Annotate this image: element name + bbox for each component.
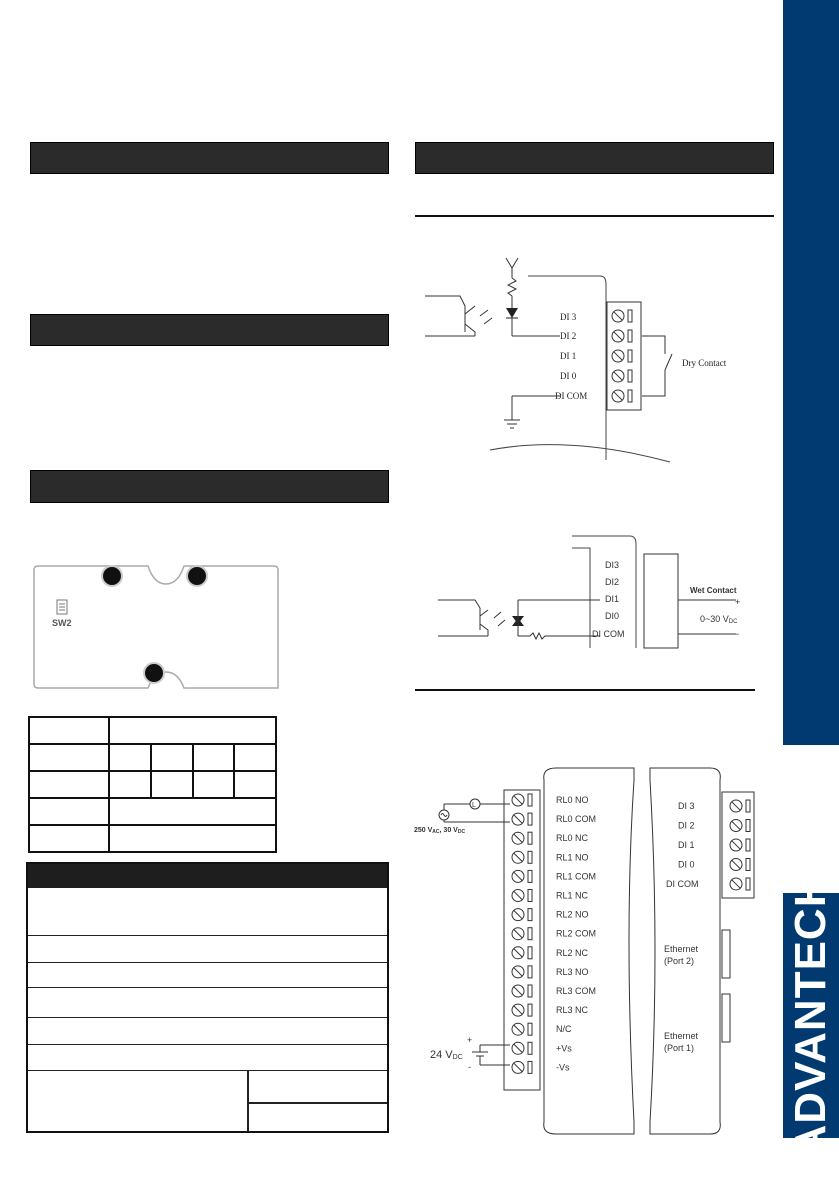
switch-board-diagram: SW2: [33, 565, 279, 689]
divider: [248, 1102, 387, 1104]
section-header-bar: [30, 470, 389, 503]
relay-terminal-label: RL1 NC: [556, 891, 589, 901]
table-row: [28, 962, 387, 963]
dry-contact-label: Dry Contact: [682, 358, 727, 368]
switch-label: SW2: [52, 618, 72, 628]
minus-sign: -: [468, 1062, 471, 1072]
table-row: [28, 824, 277, 853]
relay-terminal-label: RL2 NC: [556, 948, 589, 958]
relay-terminal-label: RL3 COM: [556, 986, 596, 996]
table-row: [28, 987, 387, 988]
di-label: DI COM: [555, 391, 587, 401]
plus-sign: +: [735, 597, 740, 607]
table-row: [28, 1017, 387, 1018]
spec-header: [28, 864, 387, 888]
di-terminal-label: DI 0: [678, 860, 695, 870]
di-terminal-label: DI 2: [678, 821, 695, 831]
relay-terminal-label: RL1 NO: [556, 852, 589, 862]
ethernet-port1-label: (Port 1): [664, 1043, 694, 1053]
relay-terminal-label: RL0 NO: [556, 795, 589, 805]
relay-terminal-label: +Vs: [556, 1043, 572, 1053]
relay-terminal-label: RL2 COM: [556, 929, 596, 939]
switch-table: [28, 716, 277, 853]
divider: [415, 215, 774, 217]
divider: [415, 689, 755, 691]
di-terminal-label: DI 3: [678, 801, 695, 811]
di-label: DI1: [605, 594, 619, 604]
table-row: [28, 1070, 387, 1071]
table-row: [28, 716, 277, 745]
di-label: DI2: [605, 577, 619, 587]
ethernet-port2-label: (Port 2): [664, 956, 694, 966]
table-row: [28, 935, 387, 936]
divider: [247, 1070, 249, 1132]
di-label: DI0: [605, 611, 619, 621]
table-row: [28, 1044, 387, 1045]
di-label: DI 0: [560, 371, 577, 381]
dry-contact-diagram: DI 3 DI 2 DI 1 DI 0 DI COM Dry Contact: [425, 257, 727, 463]
brand-side-strip: [783, 0, 839, 745]
table-row: [28, 797, 277, 826]
relay-terminal-label: RL3 NC: [556, 1005, 589, 1015]
section-header-bar: [30, 314, 389, 346]
plus-sign: +: [467, 1035, 472, 1045]
di-label: DI 2: [560, 331, 576, 341]
wet-contact-label: Wet Contact: [690, 586, 737, 595]
di-label: DI3: [605, 560, 619, 570]
minus-sign: −: [734, 629, 739, 639]
di-label: DI 1: [560, 351, 576, 361]
di-terminal-label: DI 1: [678, 840, 695, 850]
brand-logo-strip: ADVANTECH: [783, 874, 839, 1157]
voltage-range: 0~30 VDC: [700, 614, 738, 625]
ethernet-port2-label: Ethernet: [664, 944, 699, 954]
di-label: DI 3: [560, 312, 577, 322]
section-header-bar: [30, 142, 389, 174]
relay-terminal-label: N/C: [556, 1024, 572, 1034]
table-row: [28, 770, 277, 799]
section-header-bar: [415, 142, 774, 174]
relay-terminal-label: -Vs: [556, 1062, 570, 1072]
relay-terminal-label: RL1 COM: [556, 871, 596, 881]
relay-terminal-label: RL0 NC: [556, 833, 589, 843]
spec-table: [26, 862, 389, 1133]
relay-rating: 250 VAC, 30 VDC: [414, 827, 465, 835]
supply-voltage: 24 VDC: [430, 1049, 463, 1061]
table-row: [28, 743, 277, 772]
relay-terminal-label: RL0 COM: [556, 814, 596, 824]
di-terminal-label: DI COM: [666, 879, 699, 889]
load-label: L: [472, 802, 476, 809]
wet-contact-diagram: DI3 DI2 DI1 DI0 DI COM Wet Contact + − 0…: [438, 535, 740, 649]
di-label: DI COM: [592, 629, 625, 639]
relay-terminal-label: RL2 NO: [556, 910, 589, 920]
wiring-diagram: RL0 NO RL0 COM RL0 NC RL1 NO RL1 COM RL1 NC RL…: [414, 767, 755, 1135]
relay-terminal-label: RL3 NO: [556, 967, 589, 977]
ethernet-port1-label: Ethernet: [664, 1031, 699, 1041]
advantech-logo: ADVANTECH: [786, 874, 835, 1157]
